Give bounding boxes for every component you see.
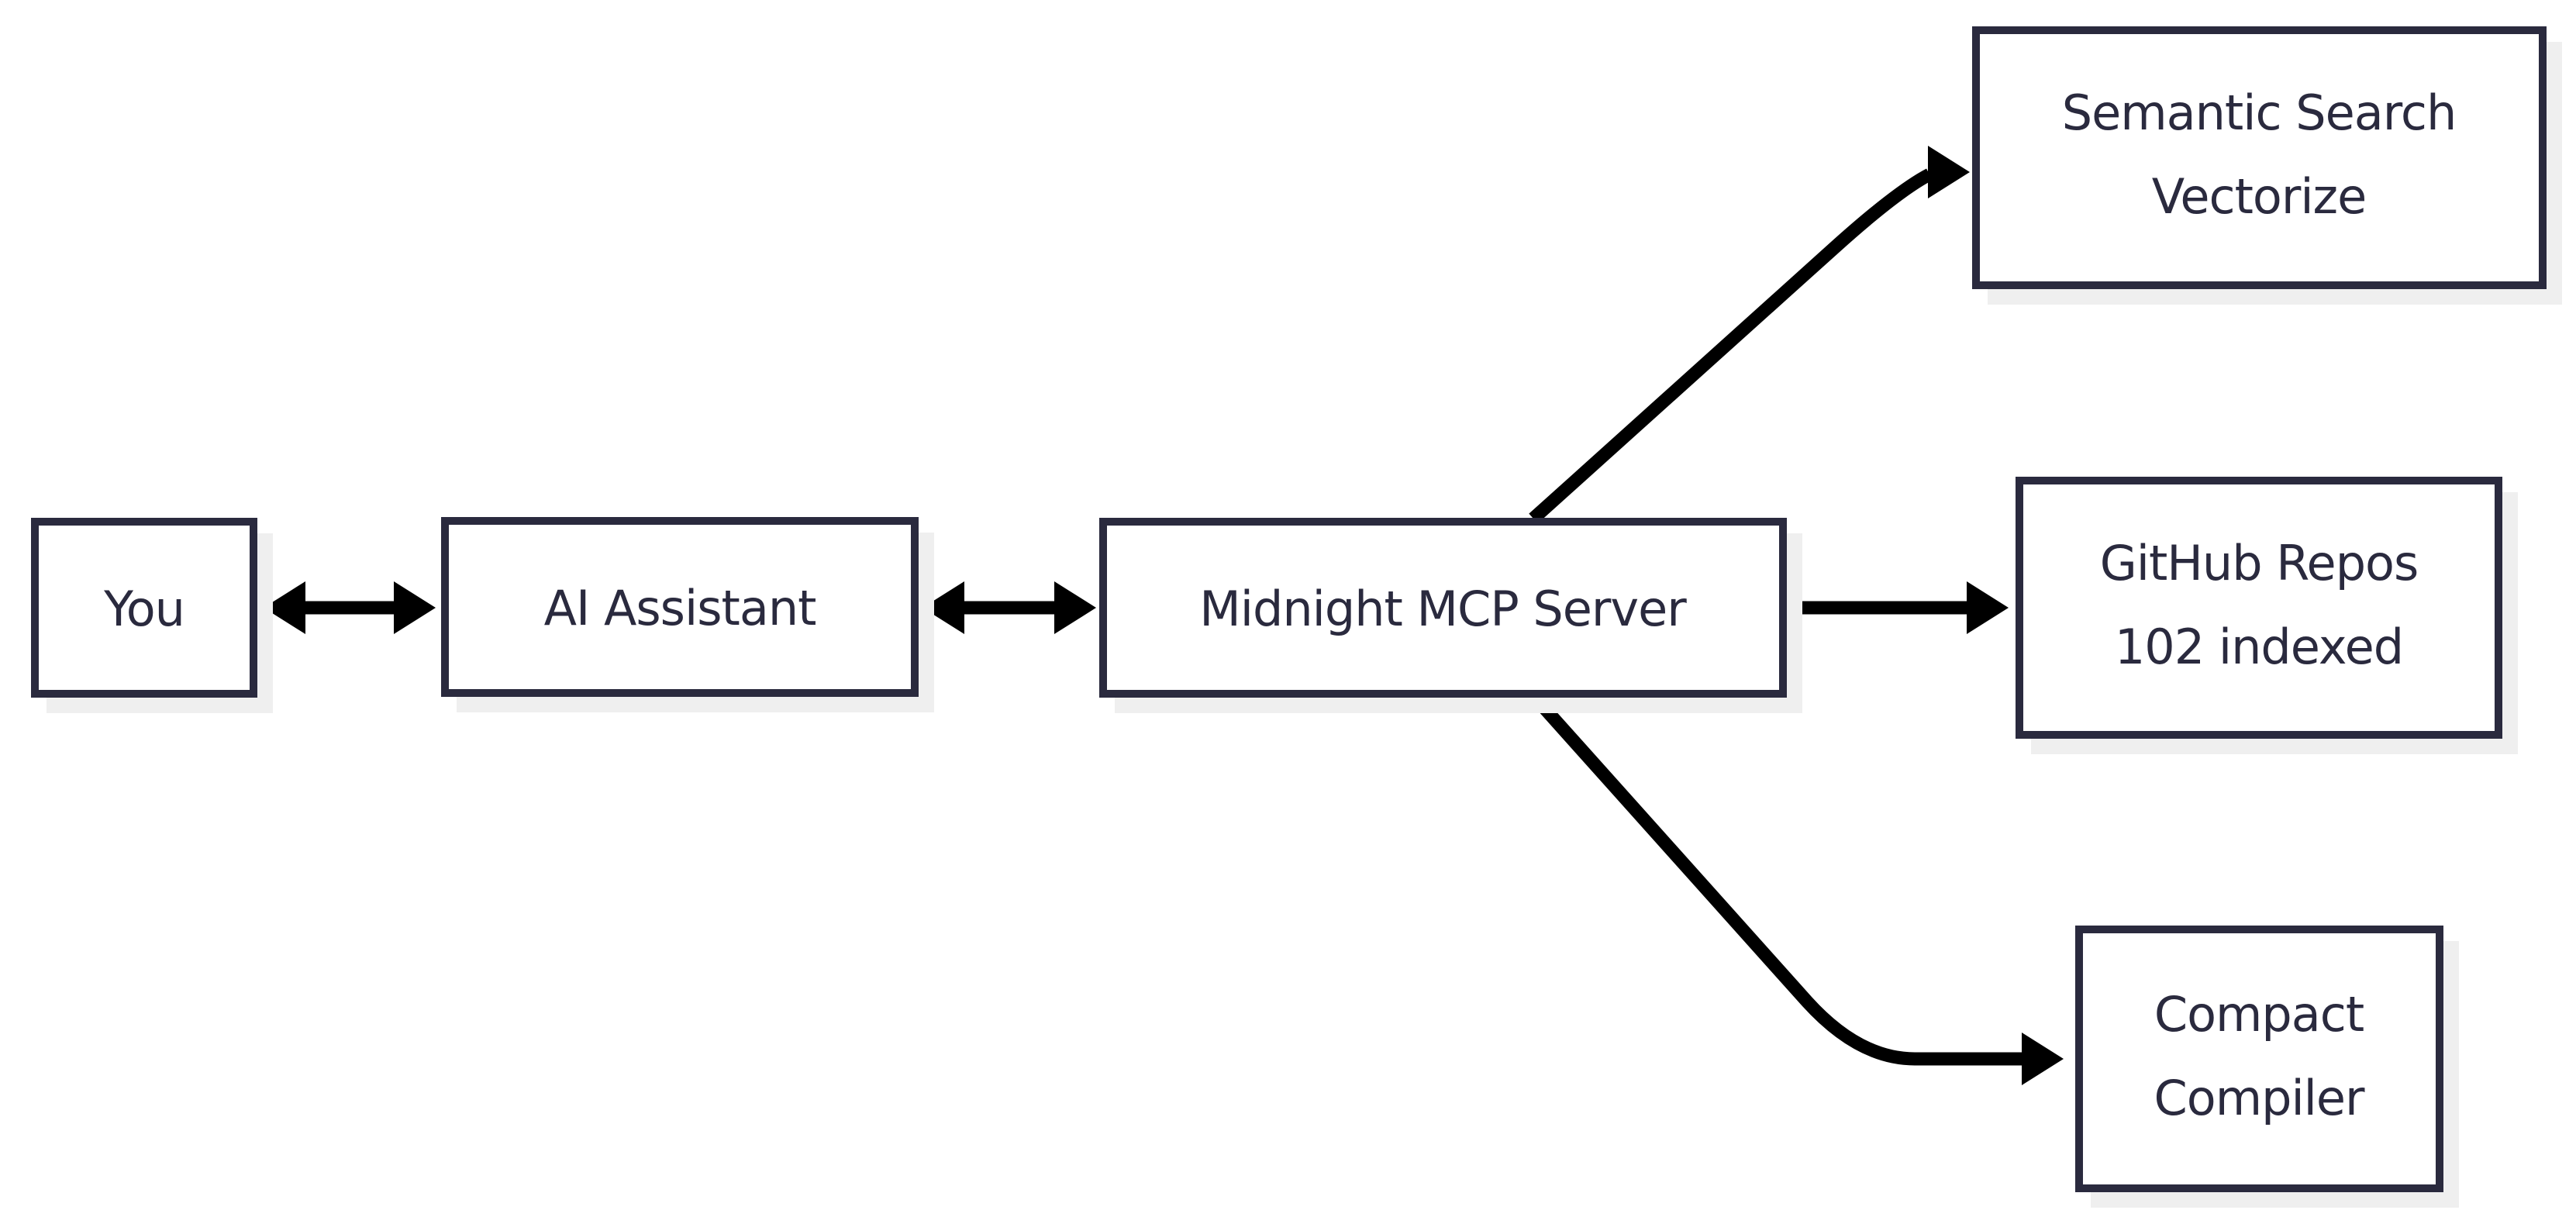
edge-mcp-server-github-repos — [1787, 581, 2009, 634]
node-semantic-search: Semantic Search Vectorize — [1972, 26, 2562, 305]
arrowhead-right-icon — [394, 581, 436, 634]
node-ai-assistant: AI Assistant — [441, 517, 934, 712]
edge-mcp-server-semantic-search — [1529, 146, 1970, 524]
edge-you-ai-assistant — [264, 581, 436, 634]
arrowhead-icon — [2022, 1033, 2064, 1085]
node-github-repos-label-line1: GitHub Repos — [2100, 535, 2419, 591]
node-compact-compiler: Compact Compiler — [2075, 926, 2459, 1208]
node-github-repos: GitHub Repos 102 indexed — [2016, 477, 2518, 754]
node-you-label: You — [103, 581, 184, 637]
arrowhead-left-icon — [264, 581, 305, 634]
arrowhead-icon — [1928, 146, 1970, 198]
node-ai-assistant-label: AI Assistant — [544, 580, 816, 636]
node-mcp-server: Midnight MCP Server — [1099, 518, 1802, 713]
node-semantic-search-label-line1: Semantic Search — [2062, 84, 2457, 141]
edge-mcp-server-compact-compiler — [1530, 694, 2064, 1085]
node-you: You — [31, 518, 273, 713]
arrowhead-left-icon — [922, 581, 964, 634]
arrowhead-right-icon — [1054, 581, 1096, 634]
node-github-repos-label-line2: 102 indexed — [2115, 619, 2403, 675]
node-mcp-server-label: Midnight MCP Server — [1199, 581, 1687, 637]
node-semantic-search-label-line2: Vectorize — [2152, 168, 2366, 225]
arrowhead-icon — [1967, 581, 2009, 634]
node-compact-compiler-label-line1: Compact — [2154, 986, 2364, 1043]
node-compact-compiler-label-line2: Compiler — [2154, 1070, 2365, 1126]
edge-ai-assistant-mcp-server — [922, 581, 1096, 634]
